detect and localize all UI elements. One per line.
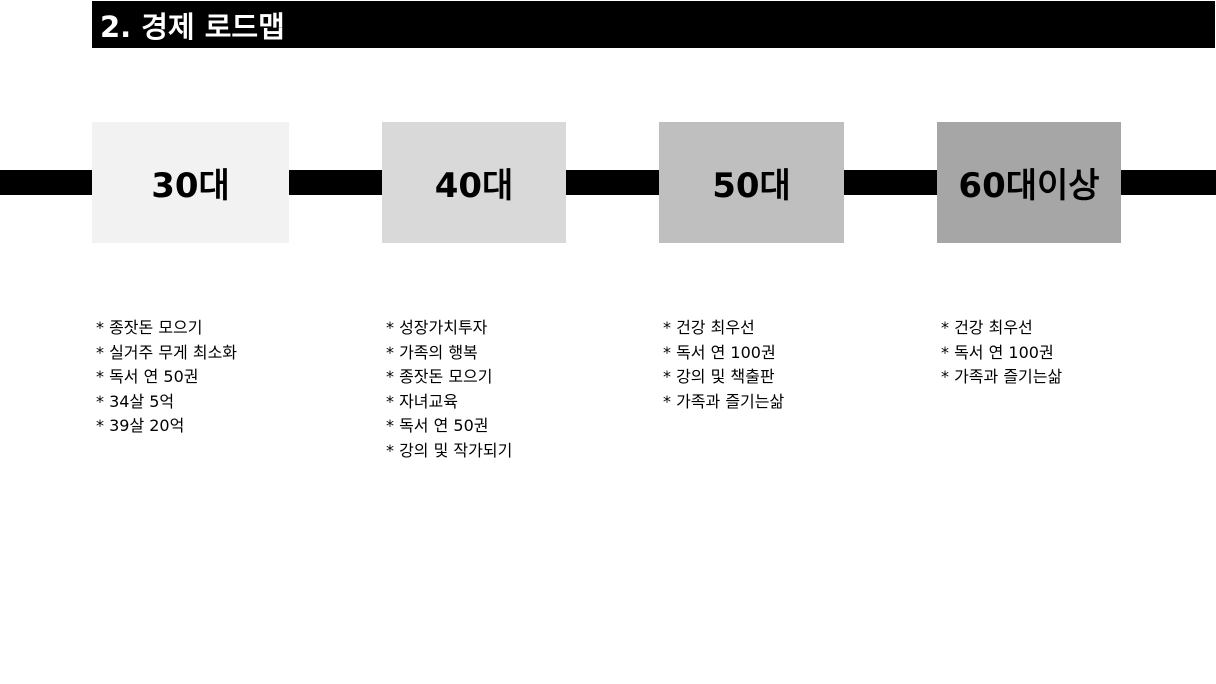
list-item: * 성장가치투자 (386, 318, 488, 337)
stage-list-30s: * 종잣돈 모으기 * 실거주 무게 최소화 * 독서 연 50권 * 34살 … (96, 316, 237, 439)
list-item: * 39살 20억 (96, 416, 185, 435)
stage-list-50s: * 건강 최우선 * 독서 연 100권 * 강의 및 책출판 * 가족과 즐기… (663, 316, 784, 414)
stage-label: 60대이상 (958, 166, 1100, 206)
list-item: * 종잣돈 모으기 (386, 367, 493, 386)
stage-label: 30대 (151, 166, 230, 206)
list-item: * 가족의 행복 (386, 342, 478, 362)
list-item: * 자녀교육 (386, 391, 458, 411)
list-item: * 강의 및 책출판 (663, 367, 775, 386)
list-item: * 가족과 즐기는삶 (941, 367, 1063, 386)
stage-box-30s: 30대 (92, 122, 289, 243)
list-item: * 독서 연 100권 (663, 342, 776, 362)
stage-box-40s: 40대 (382, 122, 566, 243)
list-item: * 건강 최우선 (941, 318, 1033, 337)
list-item: * 실거주 무게 최소화 (96, 342, 238, 362)
stage-box-60s-plus: 60대이상 (937, 122, 1121, 243)
stage-list-60s-plus: * 건강 최우선 * 독서 연 100권 * 가족과 즐기는삶 (941, 316, 1062, 390)
list-item: * 독서 연 50권 (386, 416, 489, 435)
list-item: * 34살 5억 (96, 391, 175, 411)
list-item: * 강의 및 작가되기 (386, 440, 513, 460)
stage-list-40s: * 성장가치투자 * 가족의 행복 * 종잣돈 모으기 * 자녀교육 * 독서 … (386, 316, 512, 463)
title-bar: 2. 경제 로드맵 (92, 1, 1215, 48)
stage-label: 40대 (434, 166, 514, 206)
list-item: * 건강 최우선 (663, 318, 755, 337)
list-item: * 가족과 즐기는삶 (663, 391, 785, 411)
list-item: * 종잣돈 모으기 (96, 318, 203, 337)
stage-box-50s: 50대 (659, 122, 844, 243)
page-title: 2. 경제 로드맵 (100, 9, 285, 44)
list-item: * 독서 연 100권 (941, 342, 1054, 362)
stage-label: 50대 (712, 166, 791, 206)
list-item: * 독서 연 50권 (96, 367, 199, 386)
